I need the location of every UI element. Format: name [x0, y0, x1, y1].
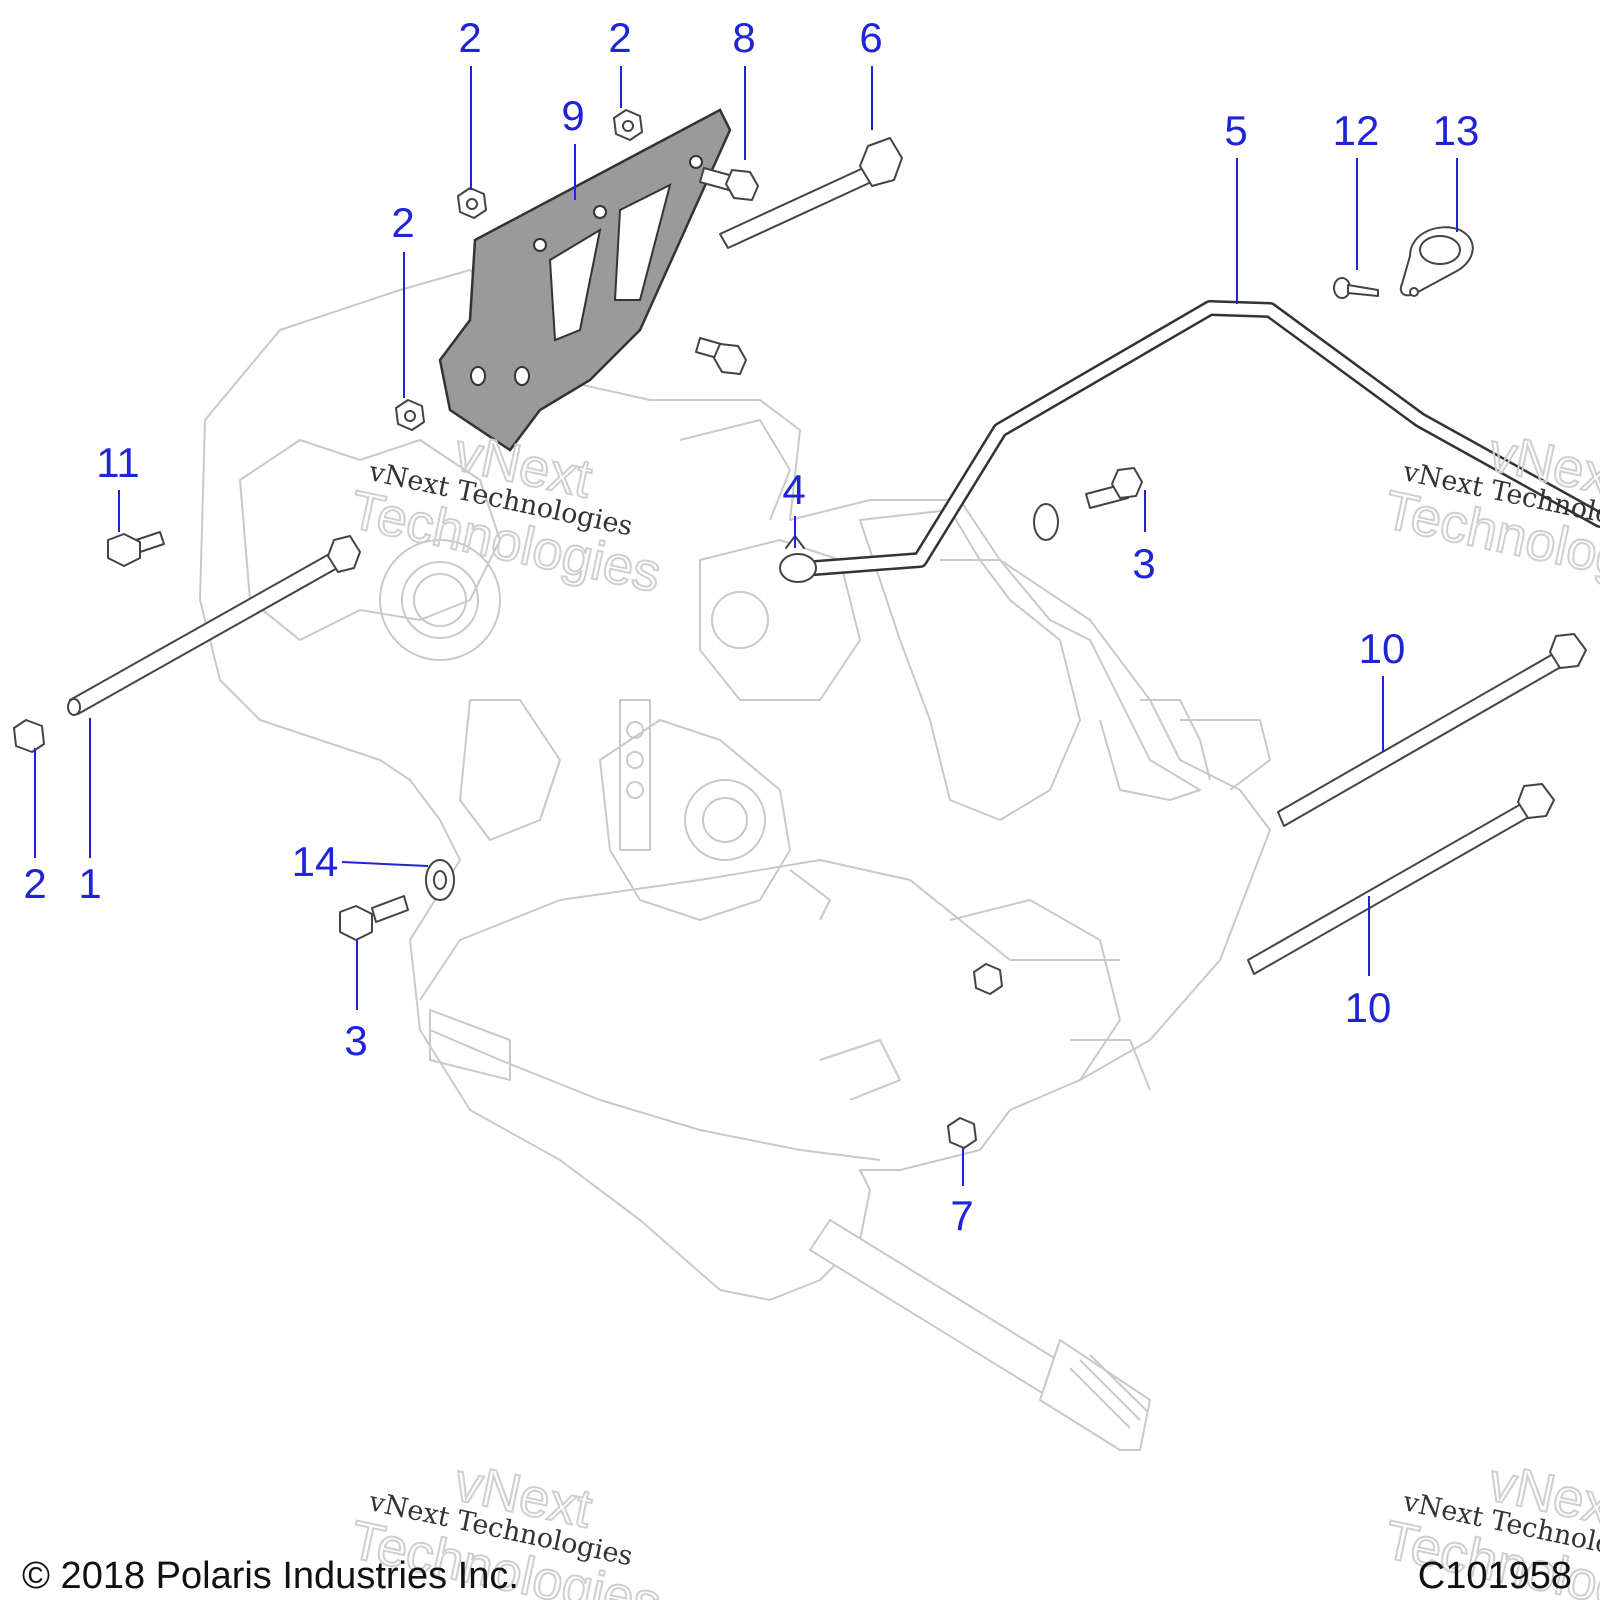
callout-number: 12 — [1333, 107, 1380, 154]
long-bolt-1 — [67, 535, 361, 716]
washer-bolt-3-upper — [1033, 467, 1143, 541]
callout-number: 3 — [344, 1017, 367, 1064]
flange-nut-middle — [395, 399, 425, 431]
watermark-top-right: vNext Technologies vNext Technologies — [1378, 421, 1600, 605]
long-bolt-10-lower — [1247, 783, 1555, 975]
callout-number: 2 — [391, 199, 414, 246]
diagram-code: C101958 — [1417, 1555, 1572, 1597]
bracket-bolt — [695, 337, 747, 375]
callout-number: 1 — [78, 860, 101, 907]
callout-leader-line — [341, 861, 429, 867]
transmission-housing — [199, 269, 1271, 1301]
callout-number: 5 — [1224, 107, 1247, 154]
long-bolt-6 — [719, 137, 903, 249]
callout-number: 11 — [96, 439, 140, 486]
flange-nut-top-left — [457, 187, 487, 219]
flange-nut-7 — [947, 1117, 977, 1149]
flange-nut-left — [13, 719, 45, 753]
flange-nut-top-right — [613, 109, 643, 141]
callout-number: 2 — [458, 14, 481, 61]
mounting-bracket — [438, 108, 732, 452]
tube-clamp — [1399, 226, 1474, 297]
callout-number: 10 — [1359, 625, 1406, 672]
long-bolt-10-upper — [1277, 633, 1587, 827]
callout-number: 14 — [292, 838, 339, 885]
flange-nut-housing — [973, 963, 1003, 995]
small-screw — [1333, 277, 1379, 299]
copyright-notice: © 2018 Polaris Industries Inc. — [22, 1555, 519, 1597]
callout-number: 13 — [1433, 107, 1480, 154]
washer-14 — [425, 859, 455, 901]
vent-tube — [807, 300, 1600, 576]
bolt-3-lower — [339, 895, 409, 941]
callout-number: 6 — [859, 14, 882, 61]
callout-number: 10 — [1345, 984, 1392, 1031]
bolt-8 — [699, 167, 759, 201]
bolt-11 — [107, 531, 165, 567]
output-shaft — [809, 1219, 1151, 1451]
callout-number: 2 — [608, 14, 631, 61]
callout-number: 7 — [950, 1192, 973, 1239]
callout-number: 8 — [732, 14, 755, 61]
callout-number: 4 — [782, 466, 805, 513]
callout-number: 9 — [561, 92, 584, 139]
callout-number: 3 — [1132, 540, 1155, 587]
callout-number: 2 — [23, 860, 46, 907]
